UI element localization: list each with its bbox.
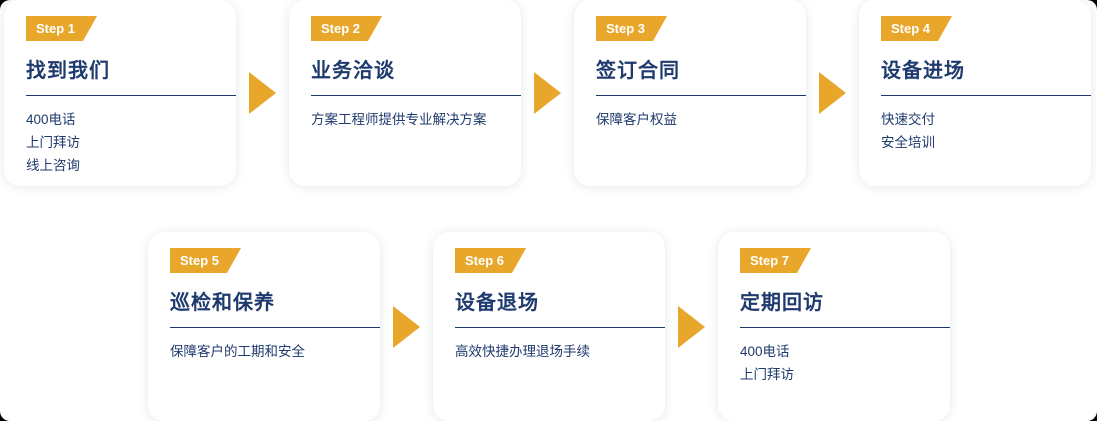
step-description-line: 线上咨询	[26, 157, 80, 173]
step-description-line: 400电话	[740, 344, 790, 359]
divider	[311, 95, 521, 96]
step-title: 设备进场	[881, 60, 965, 82]
step-card: Step 3 签订合同 保障客户权益	[574, 0, 806, 186]
arrow-right-icon	[678, 305, 705, 348]
process-row-1: Step 1 找到我们 400电话 上门拜访 线上咨询 Step 2 业务洽谈 …	[4, 0, 1091, 186]
divider	[596, 95, 806, 96]
step-card: Step 2 业务洽谈 方案工程师提供专业解决方案	[289, 0, 521, 186]
step-description-line: 方案工程师提供专业解决方案	[311, 112, 487, 127]
step-description-line: 安全培训	[881, 134, 935, 150]
step-description-line: 保障客户的工期和安全	[170, 344, 305, 359]
step-description-line: 400电话	[26, 112, 76, 127]
step-description-line: 上门拜访	[26, 134, 80, 150]
step-description-line: 快速交付	[881, 112, 935, 127]
arrow-right-icon	[249, 72, 276, 114]
step-badge: Step 7	[740, 248, 811, 273]
step-badge: Step 3	[596, 16, 667, 41]
arrow-right-icon	[534, 72, 561, 114]
divider	[881, 95, 1091, 96]
step-title: 业务洽谈	[311, 60, 395, 82]
step-card: Step 4 设备进场 快速交付 安全培训	[859, 0, 1091, 186]
step-description-line: 保障客户权益	[596, 112, 677, 127]
step-badge: Step 2	[311, 16, 382, 41]
step-badge: Step 4	[881, 16, 952, 41]
step-badge: Step 5	[170, 248, 241, 273]
step-card: Step 1 找到我们 400电话 上门拜访 线上咨询	[4, 0, 236, 186]
step-card: Step 6 设备退场 高效快捷办理退场手续	[433, 232, 665, 421]
arrow-right-icon	[819, 72, 846, 114]
step-title: 设备退场	[455, 292, 539, 314]
divider	[740, 327, 950, 328]
arrow-right-icon	[393, 305, 420, 348]
step-description-line: 高效快捷办理退场手续	[455, 344, 590, 359]
divider	[26, 95, 236, 96]
step-title: 巡检和保养	[170, 292, 275, 314]
divider	[455, 327, 665, 328]
step-title: 定期回访	[740, 292, 824, 314]
step-card: Step 7 定期回访 400电话 上门拜访	[718, 232, 950, 421]
step-card: Step 5 巡检和保养 保障客户的工期和安全	[148, 232, 380, 421]
process-row-2: Step 5 巡检和保养 保障客户的工期和安全 Step 6 设备退场 高效快捷…	[148, 232, 950, 421]
step-badge: Step 1	[26, 16, 97, 41]
divider	[170, 327, 380, 328]
step-description-line: 上门拜访	[740, 366, 794, 382]
step-badge: Step 6	[455, 248, 526, 273]
step-title: 找到我们	[26, 60, 110, 82]
step-title: 签订合同	[596, 60, 680, 82]
